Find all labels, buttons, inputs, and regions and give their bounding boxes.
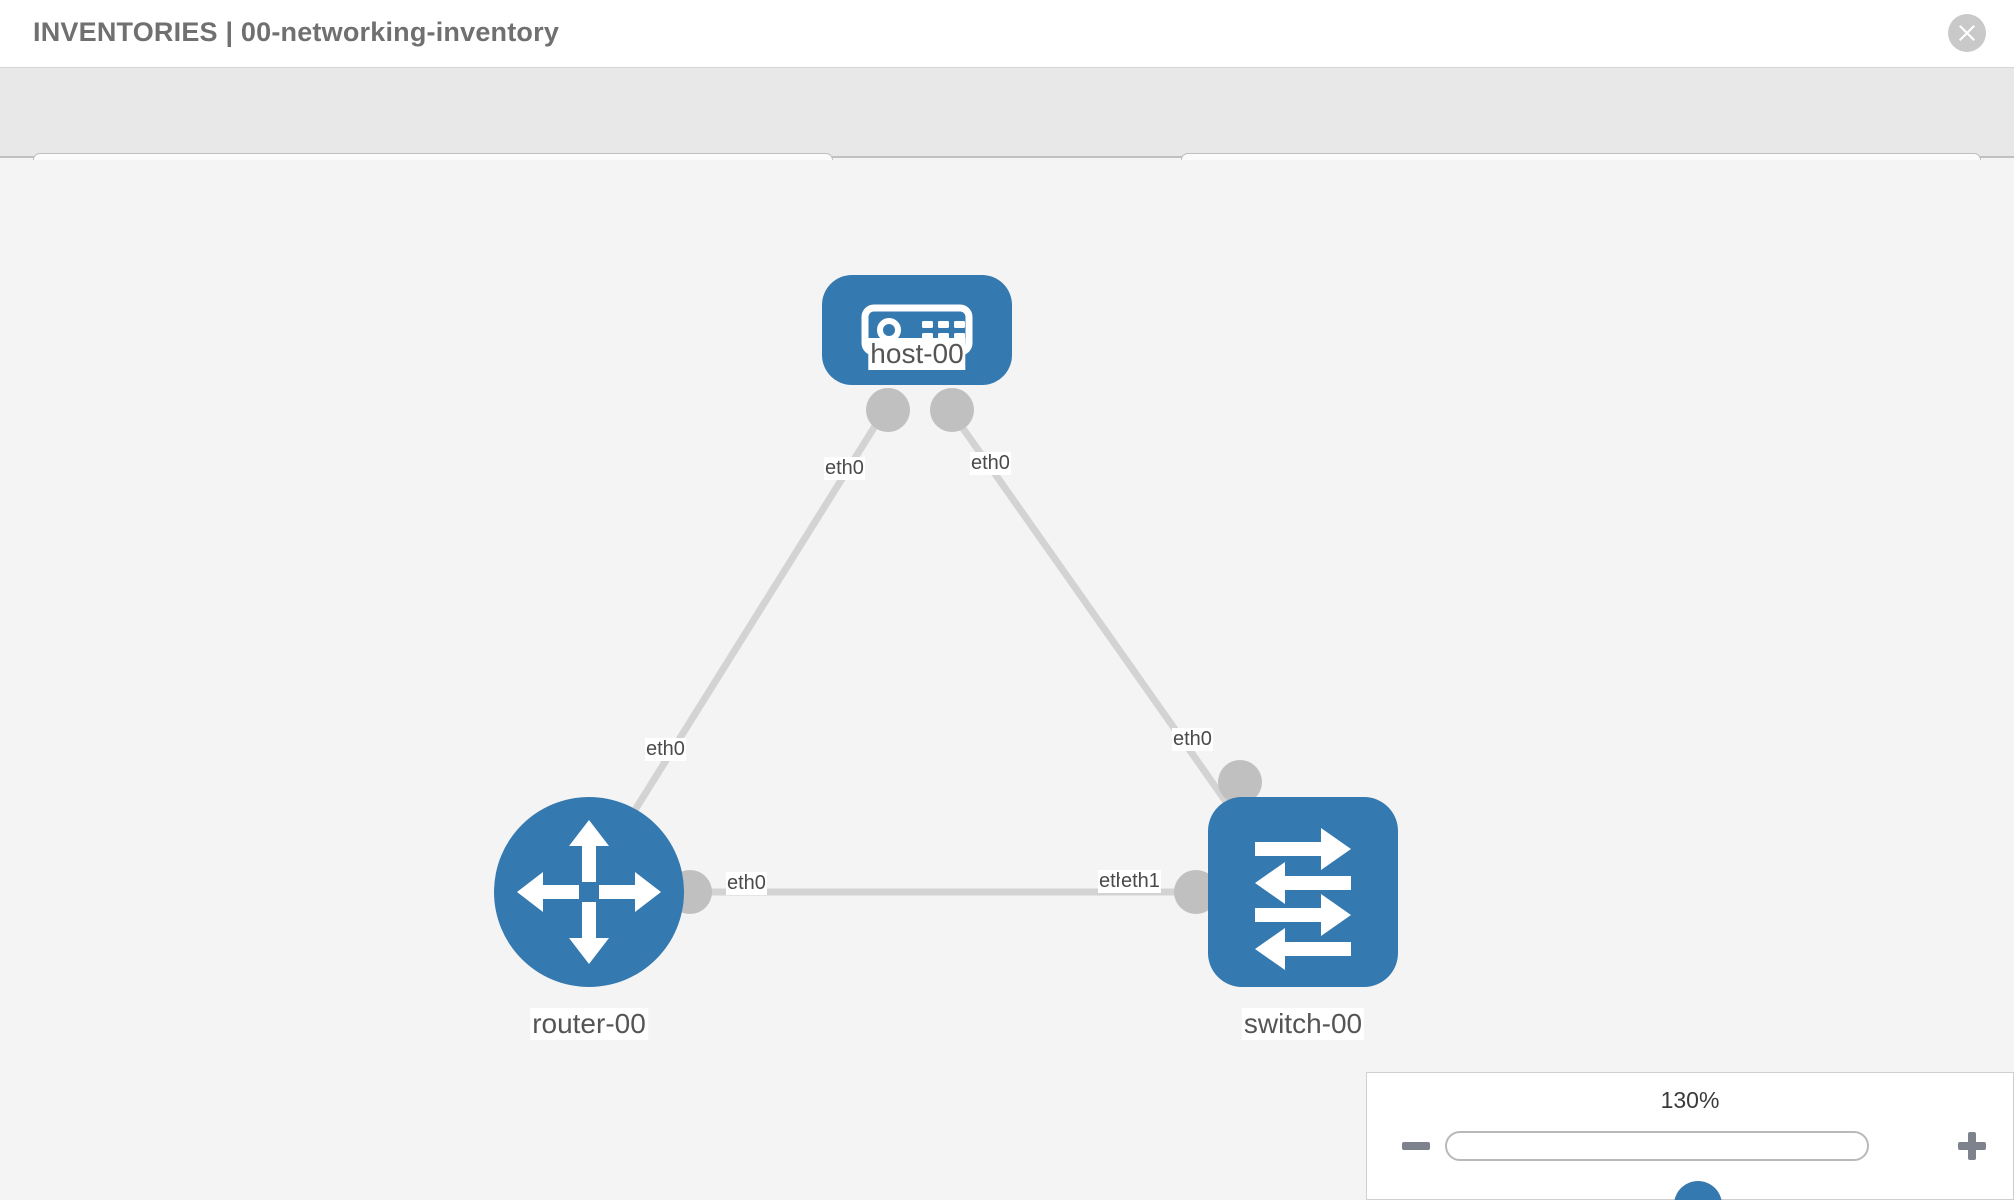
zoom-slider[interactable] [1445, 1131, 1869, 1200]
switch-arrows-icon [1255, 828, 1351, 970]
title-bar: INVENTORIES | 00-networking-inventory [0, 0, 2014, 68]
zoom-control-panel: 130% [1366, 1072, 2014, 1200]
edge-label-host-switch-near: eth0 [970, 452, 1011, 475]
edge-label-switch-router-eth1: eth1 [1120, 870, 1161, 893]
node-label-router-00: router-00 [530, 1008, 648, 1040]
topology-svg [494, 275, 1398, 987]
edge-label-host-router-near: eth0 [824, 457, 865, 480]
node-label-switch-00: switch-00 [1241, 1008, 1365, 1040]
edge-host-router [607, 408, 888, 852]
close-icon[interactable] [1948, 14, 1986, 52]
zoom-percent-label: 130% [1660, 1087, 1720, 1113]
router-arrows-icon [517, 820, 661, 964]
edge-lines [607, 407, 1263, 896]
edge-label-switch-host: eth0 [1172, 728, 1213, 751]
connector-host-left [866, 388, 910, 432]
edge-connectors [668, 388, 1262, 914]
node-router-00[interactable] [494, 797, 684, 987]
topology-canvas[interactable]: host-00 router-00 switch-00 eth0 eth0 et… [0, 160, 2014, 1200]
plus-icon[interactable] [1955, 1129, 1989, 1163]
node-switch-00[interactable] [1208, 797, 1398, 987]
connector-switch-top [1218, 760, 1262, 804]
toolbar: ACTIONS SEARCH [0, 68, 2014, 209]
edge-label-router-host: eth0 [645, 738, 686, 761]
connector-switch-left [1174, 870, 1218, 914]
edge-host-switch [947, 407, 1263, 853]
edge-label-router-switch: eth0 [726, 872, 767, 895]
node-label-host-00: host-00 [868, 338, 966, 370]
zoom-slider-thumb[interactable] [1674, 1181, 1722, 1200]
page-title: INVENTORIES | 00-networking-inventory [33, 17, 560, 47]
connector-host-right [930, 388, 974, 432]
minus-icon[interactable] [1399, 1129, 1433, 1163]
